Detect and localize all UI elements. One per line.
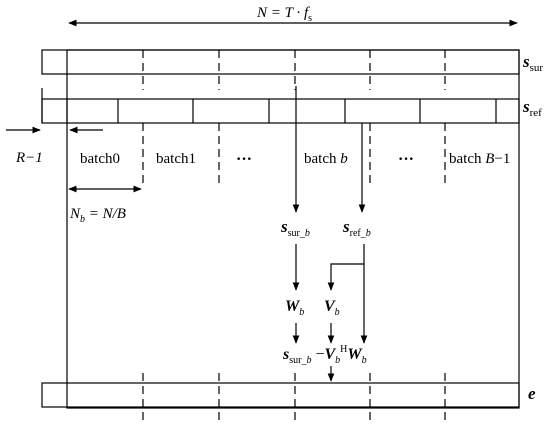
offset-label: R−1 bbox=[15, 150, 43, 166]
ref-bar-dividers bbox=[66, 99, 497, 123]
sur-bar-dividers bbox=[142, 50, 446, 90]
vb-label: Vb bbox=[324, 298, 340, 318]
ellipsis-1: ··· bbox=[236, 151, 252, 168]
sur-signal-label: ssur bbox=[522, 52, 543, 74]
err-bar bbox=[41, 382, 520, 408]
err-signal-label: e bbox=[528, 384, 536, 403]
residual-expression: ssur_b−VbHWb bbox=[282, 344, 367, 366]
batch0-label: batch0 bbox=[80, 151, 120, 167]
batch1-label: batch1 bbox=[156, 151, 196, 167]
total-length-label: N = T · fs bbox=[256, 5, 312, 24]
wb-label: Wb bbox=[285, 298, 304, 318]
batch-last-label: batch B−1 bbox=[449, 151, 510, 167]
ref-signal-label: sref bbox=[522, 97, 542, 119]
ellipsis-2: ··· bbox=[398, 151, 414, 168]
sur-bar bbox=[41, 49, 520, 75]
refb-to-vb-arrow bbox=[327, 263, 364, 291]
ref-bar bbox=[41, 98, 520, 124]
batch-length-label: Nb = N/B bbox=[69, 206, 126, 225]
batch-b-label: batch b bbox=[304, 151, 348, 167]
err-bar-dividers bbox=[142, 373, 446, 420]
sur-b-label: ssur_b bbox=[280, 217, 310, 239]
ref-b-label: sref_b bbox=[342, 217, 371, 239]
batch-separators bbox=[142, 123, 446, 185]
